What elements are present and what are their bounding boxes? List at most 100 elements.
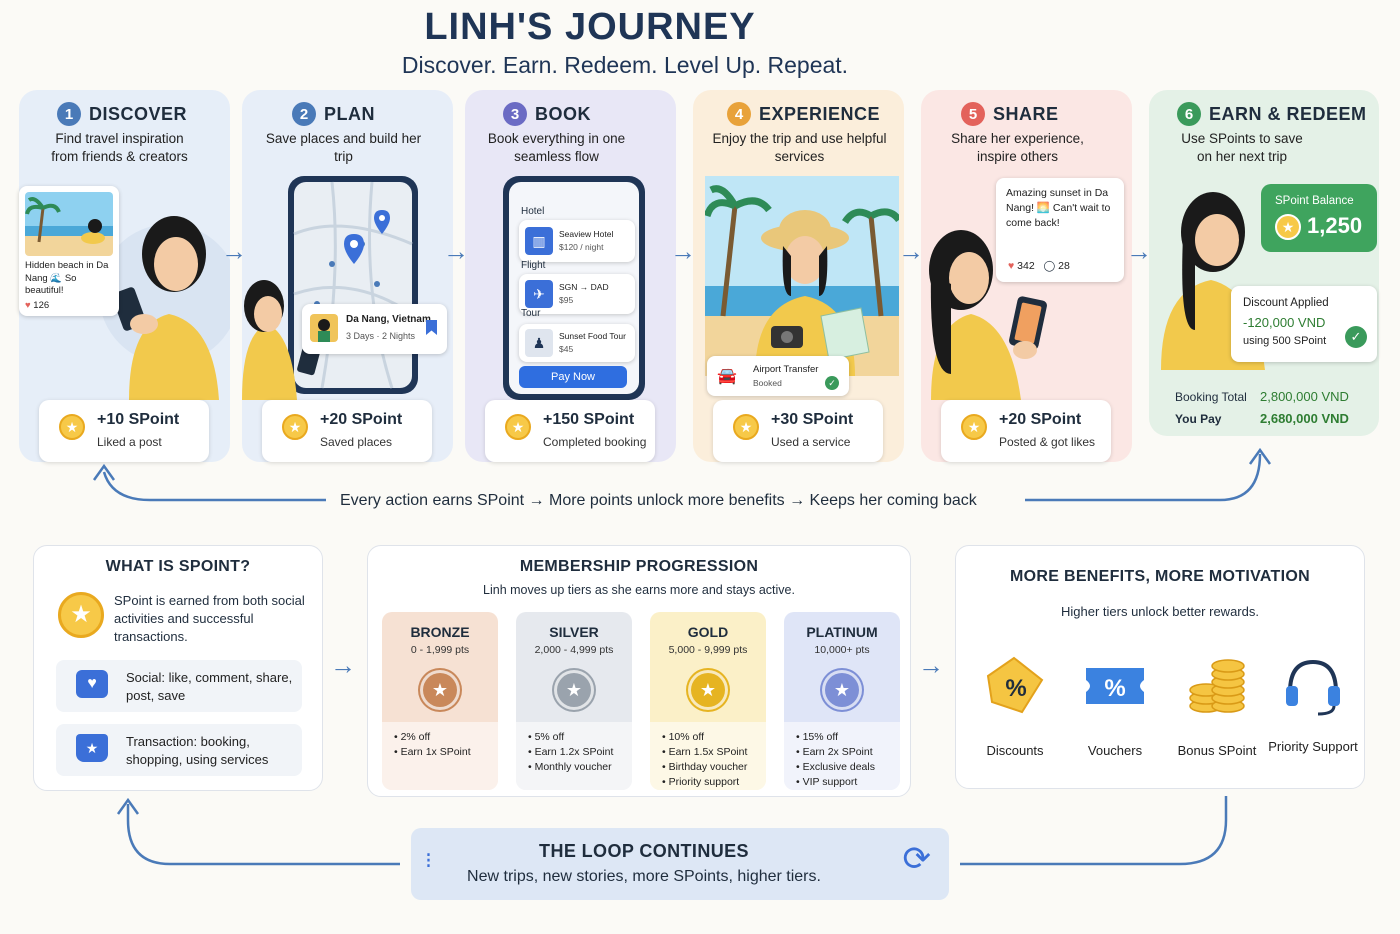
linh-sharing-illustration [929, 230, 1047, 400]
social-row: ♥ Social: like, comment, share, post, sa… [56, 660, 302, 712]
balance-value: 1,250 [1307, 213, 1363, 238]
reward-points: +150 SPoint [543, 411, 635, 428]
comment-icon[interactable]: ◯ [1043, 260, 1056, 272]
headset-icon [1286, 659, 1340, 716]
spoint-coin-icon: ★ [282, 414, 308, 440]
step-description: Find travel inspiration from friends & c… [51, 131, 188, 164]
percent-tag-icon: % [986, 656, 1044, 714]
tier-name: SILVER [549, 624, 599, 640]
tier-perk: Earn 2x SPoint [796, 745, 900, 760]
tier-perk: Earn 1.5x SPoint [662, 745, 766, 760]
benefit-priority-support: Priority Support [1268, 654, 1358, 754]
hotel-item[interactable]: ▥ Seaview Hotel $120 / night [519, 220, 635, 262]
footer-text: New trips, new stories, more SPoints, hi… [467, 868, 821, 885]
share-comments: 28 [1058, 260, 1070, 272]
tier-perks: 10% offEarn 1.5x SPointBirthday voucherP… [650, 722, 766, 790]
spoint-coin-icon: ★ [961, 414, 987, 440]
reward-points: +20 SPoint [320, 411, 403, 428]
spoint-coin-icon: ★ [59, 414, 85, 440]
transaction-row: ★ Transaction: booking, shopping, using … [56, 724, 302, 776]
svg-text:%: % [1005, 675, 1026, 702]
step-number: 4 [727, 102, 751, 126]
benefits-panel: MORE BENEFITS, MORE MOTIVATION Higher ti… [955, 545, 1365, 789]
total-value: 2,800,000 VND [1260, 389, 1349, 404]
benefit-vouchers: % Vouchers [1070, 654, 1160, 758]
share-likes: 342 [1017, 260, 1035, 272]
tier-perk: 2% off [394, 730, 498, 745]
bottom-loop-arrows [116, 796, 1228, 866]
check-icon: ✓ [1345, 326, 1367, 348]
tier-perks: 15% offEarn 2x SPointExclusive dealsVIP … [784, 722, 900, 790]
benefit-label: Priority Support [1268, 739, 1358, 754]
loop-arrow [92, 447, 1272, 502]
medal-icon: ★ [420, 670, 460, 710]
step-title: DISCOVER [89, 103, 188, 124]
discover-post-card[interactable]: Hidden beach in Da Nang 🌊 So beautiful! … [19, 186, 119, 316]
airport-transfer-card[interactable]: 🚘 Airport Transfer Booked ✓ [707, 356, 849, 396]
step-description: Enjoy the trip and use helpful services [712, 131, 887, 164]
benefit-discounts: % Discounts [970, 654, 1060, 758]
step-title: BOOK [535, 103, 591, 124]
tier-range: 2,000 - 4,999 pts [534, 644, 614, 656]
tier-perk: VIP support [796, 775, 900, 790]
hotel-icon: ▥ [525, 227, 553, 255]
step-number: 5 [961, 102, 985, 126]
beach-photo [25, 192, 113, 256]
plane-icon: ✈ [525, 280, 553, 308]
reward-action: Liked a post [97, 435, 162, 449]
tier-name: BRONZE [410, 624, 470, 640]
spoint-coin-icon: ★ [733, 414, 759, 440]
tier-name: PLATINUM [806, 624, 878, 640]
bookmark-icon[interactable] [426, 320, 437, 335]
linh-phone-illustration [99, 216, 230, 400]
medal-icon: ★ [688, 670, 728, 710]
spoint-balance-card: SPoint Balance ★ 1,250 [1261, 184, 1377, 252]
pay-value: 2,680,000 VND [1260, 411, 1349, 426]
tier-perk: Earn 1x SPoint [394, 745, 498, 760]
heart-icon: ♥ [25, 299, 31, 311]
step-title: EXPERIENCE [759, 103, 881, 124]
panel-subtitle: Linh moves up tiers as she earns more an… [483, 583, 795, 597]
what-is-spoint-panel: WHAT IS SPOINT? ★ SPoint is earned from … [33, 545, 323, 791]
step-number: 3 [503, 102, 527, 126]
hotel-price: $120 / night [559, 242, 604, 252]
discount-applied-card: Discount Applied -120,000 VND using 500 … [1231, 286, 1377, 362]
tier-range: 0 - 1,999 pts [410, 644, 470, 656]
heart-icon[interactable]: ♥ [1008, 260, 1015, 272]
medal-icon: ★ [554, 670, 594, 710]
tour-item[interactable]: ♟ Sunset Food Tour $45 [519, 324, 635, 362]
page-title: LINH'S JOURNEY [424, 6, 756, 48]
reward-action: Posted & got likes [999, 435, 1096, 449]
refresh-cycle-icon: ⟳ [902, 840, 932, 878]
svg-text:%: % [1104, 675, 1125, 702]
arrow-right-icon: → [1126, 236, 1152, 266]
reward-points: +30 SPoint [771, 411, 854, 428]
transfer-name: Airport Transfer [753, 364, 819, 375]
reward-points: +10 SPoint [97, 411, 180, 428]
beach-trip-illustration [705, 176, 899, 376]
flight-route: SGN → DAD [559, 282, 609, 292]
trip-plan-card[interactable]: Da Nang, Vietnam 3 Days · 2 Nights [302, 304, 447, 354]
spoint-coin-icon: ★ [58, 592, 104, 638]
place-thumbnail [310, 314, 338, 342]
tier-perk: 15% off [796, 730, 900, 745]
panel-subtitle: Higher tiers unlock better rewards. [1061, 604, 1259, 619]
tour-guide-icon: ♟ [525, 329, 553, 357]
flight-price: $95 [559, 295, 574, 305]
post-caption: Hidden beach in Da Nang 🌊 So beautiful! [25, 260, 109, 296]
share-post-card[interactable]: Amazing sunset in Da Nang! 🌅 Can't wait … [996, 178, 1124, 282]
transfer-status: Booked [753, 378, 782, 388]
flight-label: Flight [521, 260, 546, 271]
pay-now-button[interactable]: Pay Now [519, 366, 627, 388]
footprints-icon: ⁝ [425, 848, 432, 873]
membership-panel: MEMBERSHIP PROGRESSION Linh moves up tie… [367, 545, 911, 797]
tier-perk: Earn 1.2x SPoint [528, 745, 632, 760]
benefit-label: Discounts [986, 743, 1044, 758]
tour-label: Tour [521, 308, 541, 319]
flight-item[interactable]: ✈ SGN → DAD $95 [519, 274, 635, 314]
panel-title: MORE BENEFITS, MORE MOTIVATION [1010, 568, 1310, 585]
